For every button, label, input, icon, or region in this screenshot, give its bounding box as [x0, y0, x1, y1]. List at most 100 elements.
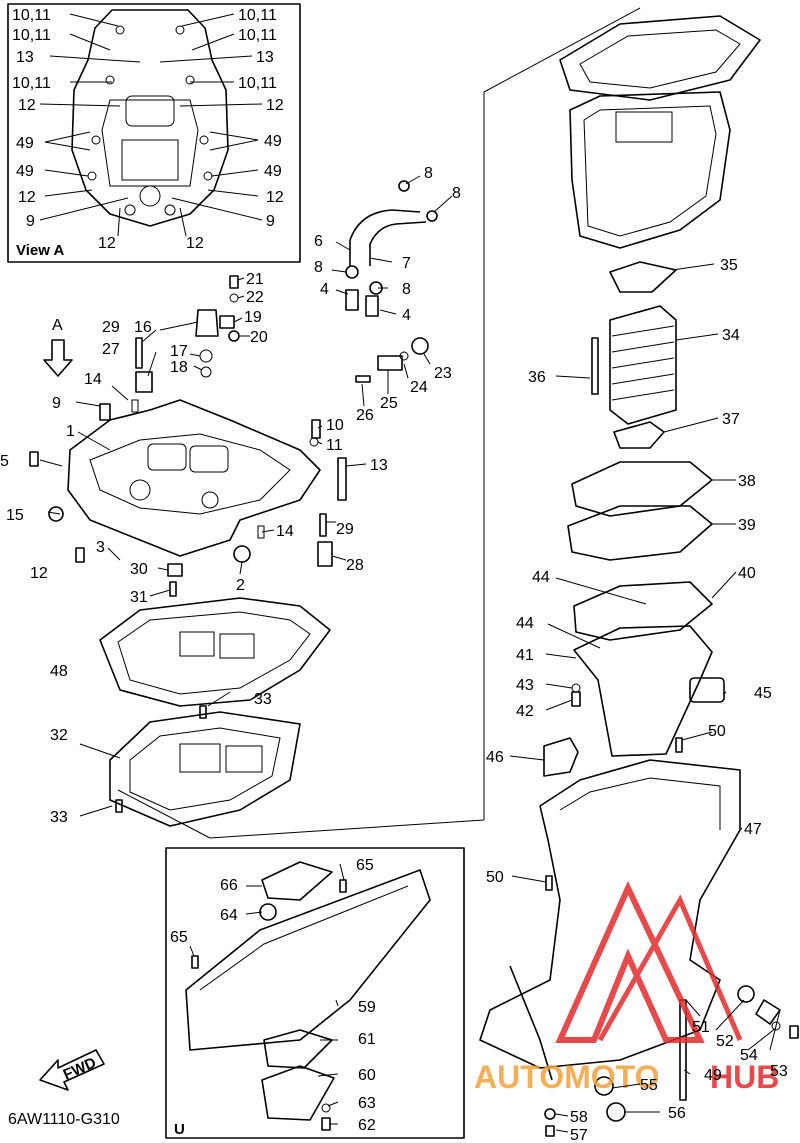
gasket-35	[609, 261, 677, 293]
callout-24: 24	[410, 379, 428, 396]
callout-27: 27	[102, 341, 120, 358]
view-a-label-r9: 9	[266, 213, 275, 230]
grommet-52	[737, 985, 755, 1003]
spacer-32	[109, 711, 301, 827]
callout-52: 52	[716, 1033, 734, 1050]
callout-44-a: 44	[532, 569, 550, 586]
callout-29-b: 29	[336, 521, 354, 538]
view-arrow-a: A	[43, 317, 73, 377]
callout-8-d: 8	[402, 281, 411, 298]
callout-25: 25	[380, 395, 398, 412]
view-a-label-r10: 12	[186, 235, 204, 252]
callout-30: 30	[130, 561, 148, 578]
view-a-label-l5: 12	[18, 97, 36, 114]
view-a-label-r3: 13	[256, 49, 274, 66]
gasket-39	[567, 505, 713, 561]
exhaust-guide	[67, 399, 321, 557]
screw-26	[355, 375, 371, 383]
callout-4-a: 4	[320, 281, 329, 298]
gasket-38	[571, 461, 713, 517]
bolt-9	[99, 403, 111, 421]
plug-2	[233, 545, 251, 563]
callout-58: 58	[570, 1109, 588, 1126]
dowel-50-a	[675, 737, 683, 753]
inset-u-frame	[165, 847, 465, 1139]
view-a-label-l1: 10,11	[12, 7, 51, 24]
pipe-25	[377, 355, 403, 371]
callout-14-b: 14	[276, 523, 294, 540]
bolt-42	[571, 691, 581, 707]
callout-26: 26	[356, 407, 374, 424]
plate-60	[261, 1065, 335, 1121]
view-a-label-l4: 10,11	[12, 75, 51, 92]
gasket-48	[99, 597, 331, 707]
callout-29-a: 29	[102, 319, 120, 336]
fwd-label: FWD	[61, 1054, 99, 1083]
bolt-12	[75, 547, 85, 563]
callout-7: 7	[402, 255, 411, 272]
callout-8-a: 8	[424, 165, 433, 182]
callout-42: 42	[516, 703, 534, 720]
clamp-8-b	[426, 210, 438, 222]
callout-21: 21	[246, 271, 264, 288]
gasket-61	[263, 1029, 333, 1069]
oil-pan	[569, 91, 731, 249]
plate-53	[755, 999, 781, 1025]
watermark-text-part1: AUTOMOTO	[474, 1059, 659, 1095]
washer-58	[544, 1108, 556, 1120]
washer-20	[228, 330, 240, 342]
callout-61: 61	[358, 1031, 376, 1048]
callout-39: 39	[738, 517, 756, 534]
callout-9: 9	[52, 395, 61, 412]
callout-64: 64	[220, 907, 238, 924]
washer-63	[321, 1103, 331, 1113]
callout-10: 10	[326, 417, 344, 434]
callout-8-b: 8	[452, 185, 461, 202]
washer-54	[771, 1021, 781, 1031]
screw-31	[169, 581, 177, 597]
callout-48: 48	[50, 663, 68, 680]
callout-60: 60	[358, 1067, 376, 1084]
callout-65-b: 65	[170, 929, 188, 946]
gasket-66	[261, 861, 333, 901]
screw-21	[229, 275, 239, 289]
callout-14-a: 14	[84, 371, 102, 388]
view-a-title: View A	[16, 242, 65, 259]
seal-45	[689, 677, 725, 703]
view-a-label-l6: 49	[16, 135, 34, 152]
callout-59: 59	[358, 999, 376, 1016]
view-a-label-l3: 13	[16, 49, 34, 66]
callout-31: 31	[130, 589, 148, 606]
screw-29-b	[319, 513, 327, 537]
upper-casing-47	[479, 759, 741, 1069]
callout-66: 66	[220, 877, 238, 894]
bolt-13	[337, 457, 347, 501]
callout-17: 17	[170, 343, 188, 360]
view-a-plate	[71, 9, 229, 227]
seal-46	[543, 737, 579, 777]
view-a-label-r1: 10,11	[238, 7, 277, 24]
callout-36: 36	[528, 369, 546, 386]
callout-65-a: 65	[356, 857, 374, 874]
seal-64	[259, 903, 277, 921]
callout-43: 43	[516, 677, 534, 694]
clamp-8-c	[345, 265, 359, 279]
callout-56: 56	[668, 1105, 686, 1122]
plate-28	[317, 541, 333, 567]
arrow-down-icon	[43, 339, 73, 377]
callout-37: 37	[722, 411, 740, 428]
view-a-label-l8: 12	[18, 189, 36, 206]
callout-16: 16	[134, 319, 152, 336]
callout-1: 1	[66, 423, 75, 440]
view-a-label-r8: 12	[266, 189, 284, 206]
callout-55: 55	[640, 1077, 658, 1094]
seal-37	[613, 421, 665, 449]
view-a-frame	[7, 3, 301, 263]
callout-labels: 1 2 3 4 4 5 6 7 8 8 8 8 9 10 11 12 13 14…	[0, 165, 788, 1143]
callout-12: 12	[30, 565, 48, 582]
dowel-65-b	[191, 955, 199, 969]
view-a-label-l2: 10,11	[12, 27, 51, 44]
bolt-36	[591, 337, 599, 395]
fwd-arrow: FWD	[39, 1049, 105, 1091]
washer-43	[571, 683, 581, 693]
